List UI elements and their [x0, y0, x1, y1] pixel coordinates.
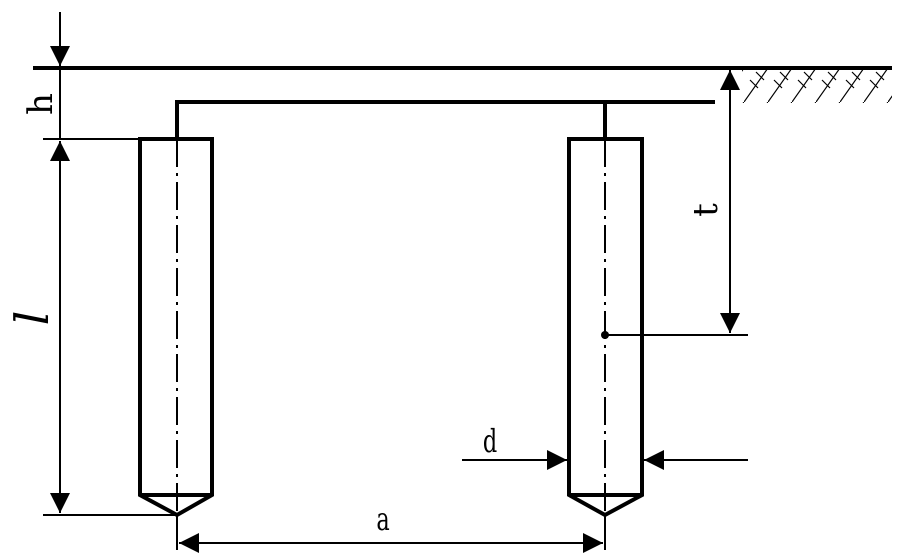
label-a: a — [376, 500, 389, 538]
soil-hatching — [742, 70, 892, 103]
label-t: t — [686, 203, 726, 217]
left-electrode — [138, 137, 214, 518]
label-h: h — [21, 93, 61, 115]
dimension-a: a — [176, 500, 606, 553]
dimension-h: h — [21, 12, 140, 140]
label-l: l — [5, 311, 59, 326]
connecting-strip — [175, 100, 715, 139]
dimension-t: t — [601, 70, 748, 339]
label-d: d — [483, 422, 497, 460]
dimension-d: d — [462, 422, 748, 470]
right-electrode — [567, 137, 644, 518]
dimension-l: l — [5, 141, 177, 516]
